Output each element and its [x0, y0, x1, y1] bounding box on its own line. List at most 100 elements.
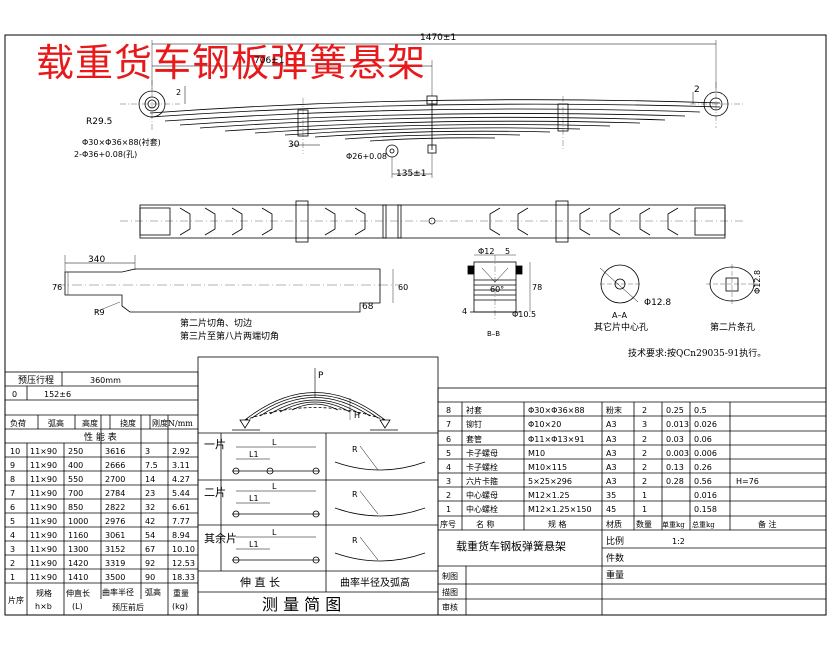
f-no: 片序 — [8, 595, 24, 605]
len-label: 伸 直 长 — [240, 575, 280, 589]
f-curvature: 曲率半径 — [102, 587, 134, 597]
dim-r9: R9 — [94, 308, 105, 317]
svg-text:3: 3 — [642, 420, 647, 429]
dim-2b: 2 — [694, 85, 700, 95]
sec-dia-12: Φ12 — [478, 247, 494, 256]
sec-dim-78: 78 — [532, 283, 542, 292]
draw-label: 制图 — [442, 571, 458, 581]
f-size: 规格 — [36, 588, 52, 598]
dim-l1-1: L1 — [249, 450, 259, 459]
dim-l-1: L — [272, 438, 277, 447]
sec-label-bb: B–B — [487, 330, 500, 338]
svg-text:5: 5 — [446, 449, 451, 458]
svg-text:A3: A3 — [606, 420, 617, 429]
label-aa: A–A — [612, 311, 627, 320]
perf-title: 性 能 表 — [84, 431, 117, 443]
svg-text:10: 10 — [10, 447, 20, 456]
svg-text:3.11: 3.11 — [172, 461, 190, 470]
svg-text:M12×1.25×150: M12×1.25×150 — [528, 505, 592, 514]
svg-text:A3: A3 — [606, 435, 617, 444]
dim-h: H — [354, 411, 360, 420]
sec-dia-10-5: Φ10.5 — [512, 310, 536, 319]
svg-text:0.28: 0.28 — [666, 477, 684, 486]
sketch-caption: 测 量 简 图 — [262, 595, 341, 614]
dim-tail-68: 68 — [362, 302, 374, 312]
svg-text:11×90: 11×90 — [30, 531, 57, 540]
hole-dia-12-8: Φ12.8 — [644, 298, 671, 308]
svg-text:2: 2 — [642, 449, 647, 458]
svg-text:700: 700 — [68, 489, 83, 498]
svg-text:Φ10×20: Φ10×20 — [528, 420, 561, 429]
table-row: 1 11×90 1410 3500 90 18.33 — [10, 573, 195, 582]
svg-text:3: 3 — [10, 545, 15, 554]
svg-text:Φ11×Φ13×91: Φ11×Φ13×91 — [528, 435, 585, 444]
svg-text:12.53: 12.53 — [172, 559, 195, 568]
svg-text:7: 7 — [446, 420, 451, 429]
table-row: 3 11×90 1300 3152 67 10.10 — [10, 545, 195, 554]
svg-text:六片卡箍: 六片卡箍 — [466, 476, 498, 486]
note-cut-2: 第三片至第八片两端切角 — [180, 330, 279, 342]
count-label: 件数 — [606, 552, 624, 564]
dim-2a: 2 — [176, 88, 181, 97]
table-row: 2 11×90 1420 3319 92 12.53 — [10, 559, 195, 568]
dim-r-3: R — [352, 536, 358, 545]
leaf-1-label: 一片 — [204, 438, 226, 451]
note-technical: 技术要求:按QCn29035-91执行。 — [628, 347, 766, 359]
svg-text:11×90: 11×90 — [30, 489, 57, 498]
table-row: 10 11×90 250 3616 3 2.92 — [10, 447, 190, 456]
svg-text:0.016: 0.016 — [694, 491, 717, 500]
svg-text:2822: 2822 — [105, 503, 125, 512]
svg-text:1: 1 — [642, 505, 647, 514]
svg-text:400: 400 — [68, 461, 83, 470]
dim-r-2: R — [352, 490, 358, 499]
svg-text:卡子螺栓: 卡子螺栓 — [466, 462, 498, 472]
measurement-sketch — [197, 356, 439, 616]
bom-h-spec: 规 格 — [548, 519, 567, 529]
svg-text:250: 250 — [68, 447, 83, 456]
dim-l-3: L — [272, 528, 277, 537]
svg-text:0.03: 0.03 — [666, 435, 684, 444]
weight-label: 重量 — [606, 569, 624, 581]
svg-text:粉末: 粉末 — [606, 405, 622, 415]
svg-text:23: 23 — [145, 489, 155, 498]
bom-h-note: 备 注 — [758, 519, 777, 529]
dim-center-offset: 135±1 — [396, 169, 426, 179]
svg-text:0.006: 0.006 — [694, 449, 717, 458]
table-row: 5 11×90 1000 2976 42 7.77 — [10, 517, 190, 526]
svg-text:4.27: 4.27 — [172, 475, 190, 484]
bom-h-name: 名 称 — [476, 519, 495, 529]
dim-l1-2: L1 — [249, 494, 259, 503]
spec-table-rows: 10 11×90 250 3616 3 2.92 9 11×90 400 266… — [10, 447, 195, 582]
dim-depth-60: 60 — [398, 283, 408, 292]
dim-l1-3: L1 — [249, 540, 259, 549]
svg-text:18.33: 18.33 — [172, 573, 195, 582]
curv-label: 曲率半径及弧高 — [340, 576, 410, 589]
bom-row: 3 六片卡箍 5×25×296 A3 2 0.28 0.56 H=76 — [446, 476, 759, 486]
svg-text:7.77: 7.77 — [172, 517, 190, 526]
svg-text:中心螺栓: 中心螺栓 — [466, 504, 498, 514]
svg-text:2: 2 — [642, 463, 647, 472]
svg-text:0.158: 0.158 — [694, 505, 717, 514]
svg-text:3061: 3061 — [105, 531, 125, 540]
bom-name-title: 载重货车钢板弹簧悬架 — [456, 539, 566, 553]
svg-text:A3: A3 — [606, 477, 617, 486]
svg-text:0.26: 0.26 — [694, 463, 712, 472]
svg-text:卡子螺母: 卡子螺母 — [466, 448, 498, 458]
sec-dim-4: 4 — [462, 307, 467, 316]
svg-text:1000: 1000 — [68, 517, 88, 526]
table-row: 6 11×90 850 2822 32 6.61 — [10, 503, 190, 512]
svg-text:0.013: 0.013 — [666, 420, 689, 429]
svg-text:6.61: 6.61 — [172, 503, 190, 512]
svg-text:3: 3 — [145, 447, 150, 456]
ratio-label: 比例 — [606, 535, 624, 547]
svg-text:7: 7 — [10, 489, 15, 498]
svg-text:3319: 3319 — [105, 559, 125, 568]
svg-text:10.10: 10.10 — [172, 545, 195, 554]
h-height: 高度 — [82, 418, 98, 428]
bom-rows: 8 衬套 Φ30×Φ36×88 粉末 2 0.25 0.5 7 铆钉 Φ10×2… — [446, 405, 759, 514]
svg-text:45: 45 — [606, 505, 616, 514]
dim-clip-width: 30 — [288, 140, 300, 150]
dim-half-length: 706±1 — [254, 56, 284, 66]
svg-text:8: 8 — [10, 475, 15, 484]
